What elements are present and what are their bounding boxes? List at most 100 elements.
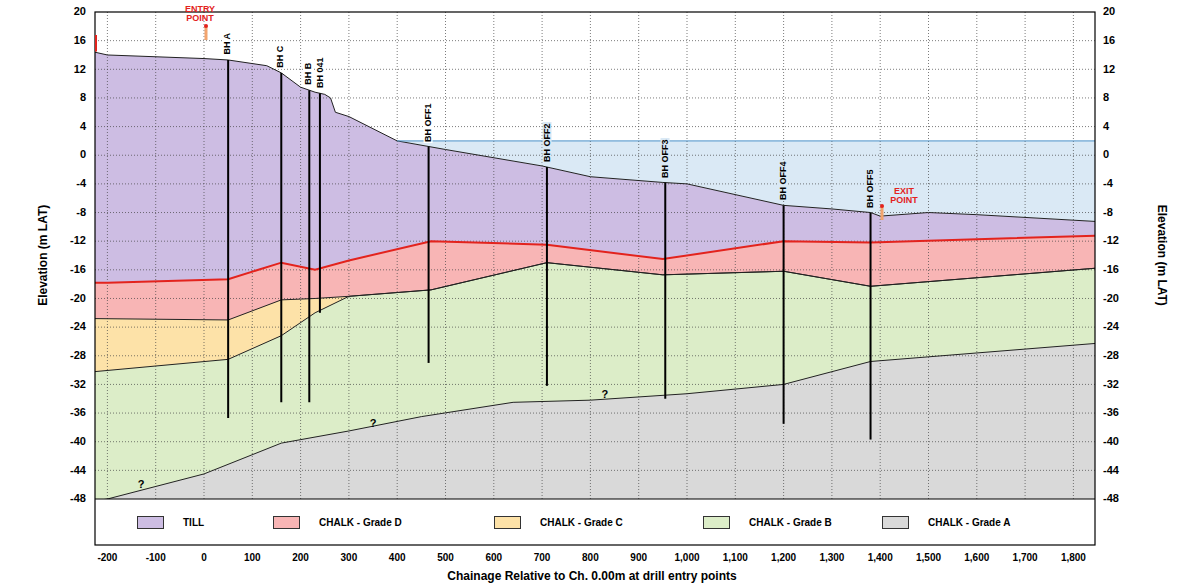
legend-text: CHALK - Grade C — [540, 518, 623, 528]
legend-swatch — [882, 516, 909, 529]
grid-line — [95, 126, 1095, 127]
axis-title: Elevation (m LAT) — [38, 204, 51, 305]
borehole-label: BH OFF1 — [424, 102, 433, 143]
sea-level-line — [397, 140, 1095, 141]
chainage-tick: 800 — [582, 553, 599, 564]
grid-line — [1073, 12, 1074, 499]
elevation-tick: -4 — [1103, 178, 1113, 190]
elevation-tick: -8 — [1103, 207, 1113, 219]
grid-line — [831, 12, 832, 499]
grade-d-layer — [95, 235, 1095, 499]
elevation-tick: -48 — [1103, 493, 1119, 505]
elevation-tick: -20 — [70, 293, 86, 305]
chainage-tick: 1,000 — [674, 553, 699, 564]
legend-swatch — [494, 516, 521, 529]
elevation-tick: 4 — [80, 121, 86, 133]
axis-title: Chainage Relative to Ch. 0.00m at drill … — [447, 570, 736, 583]
borehole-line — [280, 73, 282, 402]
elevation-tick: 20 — [74, 6, 86, 18]
grid-line — [95, 327, 1095, 328]
elevation-tick: 20 — [1103, 6, 1115, 18]
axis-title: Elevation (m LAT) — [1156, 204, 1169, 305]
plot-area — [95, 12, 1095, 499]
borehole-label: BH OFF5 — [866, 168, 875, 209]
grid-line — [107, 12, 108, 499]
elevation-tick: -48 — [70, 493, 86, 505]
grid-line — [95, 413, 1095, 414]
edge-marker — [95, 35, 97, 51]
borehole-label: BH OFF2 — [542, 123, 551, 164]
chainage-tick: 600 — [485, 553, 502, 564]
legend-text: TILL — [183, 518, 204, 528]
till-layer — [95, 51, 1095, 499]
elevation-tick: 16 — [1103, 35, 1115, 47]
borehole-label: BH OFF4 — [779, 161, 788, 202]
grid-line — [95, 69, 1095, 70]
elevation-tick: -16 — [70, 264, 86, 276]
elevation-tick: -44 — [70, 465, 86, 477]
grid-line — [542, 12, 543, 499]
grid-line — [95, 40, 1095, 41]
grid-line — [590, 12, 591, 499]
grid-line — [735, 12, 736, 499]
chainage-tick: 400 — [389, 553, 406, 564]
legend-text: CHALK - Grade B — [749, 518, 832, 528]
borehole-line — [319, 93, 321, 313]
chainage-tick: 300 — [341, 553, 358, 564]
grid-line — [976, 12, 977, 499]
chainage-tick: 1,500 — [916, 553, 941, 564]
chainage-tick: 100 — [244, 553, 261, 564]
borehole-line — [227, 60, 229, 418]
boundary-line — [95, 263, 1095, 320]
chainage-tick: 500 — [437, 553, 454, 564]
elevation-tick: 0 — [1103, 149, 1109, 161]
grid-line — [445, 12, 446, 499]
chainage-tick: 1,400 — [868, 553, 893, 564]
grid-line — [95, 441, 1095, 442]
chainage-tick: -200 — [97, 553, 117, 564]
grid-line — [155, 12, 156, 499]
grid-line — [95, 384, 1095, 385]
plot-bottom-line — [95, 498, 1095, 499]
elevation-tick: 8 — [1103, 92, 1109, 104]
uncertainty-mark: ? — [602, 389, 609, 401]
grid-line — [300, 12, 301, 499]
legend-swatch — [703, 516, 730, 529]
elevation-tick: -32 — [1103, 379, 1119, 391]
elevation-tick: -40 — [70, 436, 86, 448]
elevation-tick: -36 — [1103, 407, 1119, 419]
borehole-line — [664, 183, 666, 399]
borehole-line — [546, 167, 548, 386]
elevation-tick: -8 — [76, 207, 86, 219]
elevation-tick: -40 — [1103, 436, 1119, 448]
borehole-line — [308, 90, 310, 402]
grid-line — [1025, 12, 1026, 499]
elevation-tick: -24 — [1103, 321, 1119, 333]
grid-line — [928, 12, 929, 499]
grade-d-top-line — [95, 235, 1095, 282]
chainage-tick: 200 — [292, 553, 309, 564]
grid-line — [880, 12, 881, 499]
elevation-tick: -44 — [1103, 465, 1119, 477]
exit-label: EXIT POINT — [884, 187, 924, 206]
chainage-tick: 1,100 — [723, 553, 748, 564]
point-marker-dot — [204, 24, 208, 28]
elevation-tick: 16 — [74, 35, 86, 47]
chainage-tick: 700 — [534, 553, 551, 564]
grade-c-layer — [95, 263, 1095, 499]
chainage-tick: 0 — [201, 553, 207, 564]
point-marker — [881, 206, 884, 220]
elevation-tick: -12 — [1103, 235, 1119, 247]
grid-line — [783, 12, 784, 499]
legend-swatch — [137, 516, 164, 529]
elevation-tick: 8 — [80, 92, 86, 104]
grid-line — [204, 12, 205, 499]
elevation-tick: 0 — [80, 149, 86, 161]
borehole-label: BH OFF3 — [661, 138, 670, 179]
elevation-tick: -20 — [1103, 293, 1119, 305]
grid-line — [95, 97, 1095, 98]
elevation-tick: -4 — [76, 178, 86, 190]
grid-line — [348, 12, 349, 499]
